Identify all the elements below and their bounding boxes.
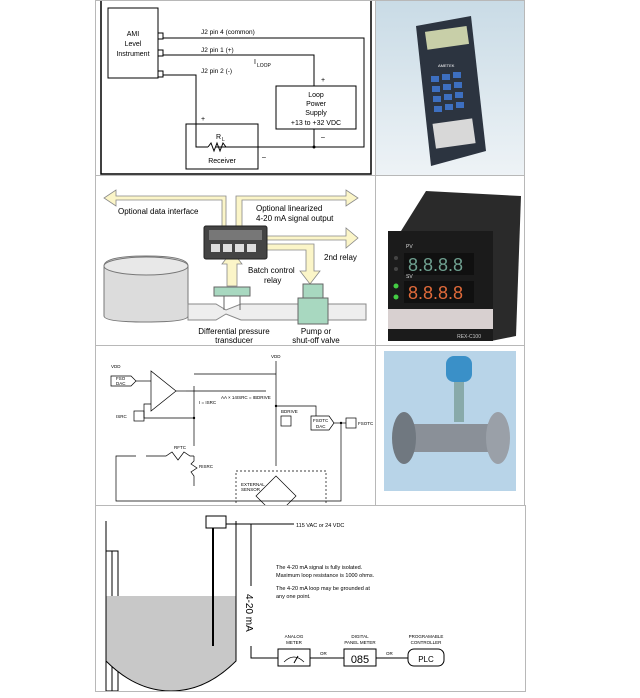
plc-caption: PROGRAMABLE [409, 634, 444, 639]
sensor-label: SENSOR [241, 487, 261, 492]
note-text: Maximum loop resistance is 1000 ohms. [276, 573, 375, 579]
signal-output-label: 4-20 mA signal output [256, 214, 334, 223]
signal-label: 4-20 mA [243, 594, 254, 632]
supply-label: 115 VAC or 24 VDC [296, 523, 344, 529]
tank-level-diagram: 115 VAC or 24 VDC The 4-20 mA signal is … [95, 505, 526, 692]
sensor-label: EXTERNAL [241, 482, 265, 487]
vdd-label: VDD [111, 364, 121, 369]
signal-output-label: Optional linearized [256, 204, 322, 213]
plus-sign: + [321, 77, 325, 84]
fsotc-label: FSOTC [358, 421, 374, 426]
fsotc-dac-label: DAC [316, 424, 326, 429]
supply-label: +13 to +32 VDC [291, 120, 341, 127]
bdrive-label: BDRIVE [281, 409, 298, 414]
instrument-label: Level [125, 41, 142, 48]
transducer-label: transducer [215, 336, 253, 345]
vdd-label: VDD [271, 354, 281, 359]
controller-photo: PV SV 8.8.8.8 8.8.8.8 REX-C100 [375, 175, 525, 346]
instrument-label: AMI [127, 31, 140, 38]
sensor-circuit-diagram: VDD VDD FSO DAC ISRC I = ISRC AA × 14ISR… [95, 345, 376, 506]
fso-dac-label: DAC [116, 381, 126, 386]
supply-label: Power [306, 101, 327, 108]
isrc-label: ISRC [116, 414, 128, 419]
instrument-label: Instrument [116, 51, 149, 58]
loop-wiring-diagram: AMI Level Instrument J2 pin 4 (common) J… [95, 0, 376, 176]
or-label: OR [386, 651, 394, 656]
batch-relay-label: relay [264, 276, 281, 285]
plc-label: PLC [418, 655, 434, 664]
model-label: REX-C100 [457, 334, 481, 340]
pv-display: 8.8.8.8 [408, 255, 463, 275]
sv-label: SV [406, 274, 413, 280]
calibrator-photo: AMETEK [375, 0, 525, 176]
plus-sign: + [201, 116, 205, 123]
note-text: The 4-20 mA signal is fully isolated. [276, 565, 363, 571]
note-text: any one point. [276, 594, 311, 600]
resistor-label: R [216, 134, 221, 141]
digital-meter-label: PANEL METER [344, 640, 376, 645]
batch-relay-label: Batch control [248, 266, 295, 275]
brand-label: AMETEK [438, 63, 455, 68]
risrc-label: RISRC [199, 464, 214, 469]
fso-dac-label: FSO [116, 376, 126, 381]
minus-sign: – [262, 154, 266, 161]
receiver-label: Receiver [208, 158, 236, 165]
pin-label: J2 pin 1 (+) [201, 47, 234, 54]
rftc-label: RFTC [174, 445, 187, 450]
fsotc-dac-label: FSOTC [313, 418, 329, 423]
second-relay-label: 2nd relay [324, 253, 357, 262]
data-interface-label: Optional data interface [118, 207, 199, 216]
minus-sign: – [321, 134, 325, 141]
analog-meter-label: ANALOG [285, 634, 304, 639]
current-equation: I = ISRC [199, 400, 217, 405]
pin-label: J2 pin 4 (common) [201, 29, 255, 36]
sv-display: 8.8.8.8 [408, 283, 463, 303]
note-text: The 4-20 mA loop may be grounded at [276, 586, 370, 592]
transducer-label: Differential pressure [198, 327, 270, 336]
current-sub: LOOP [257, 63, 272, 69]
digital-meter-label: DIGITAL [351, 634, 369, 639]
valve-label: shut-off valve [292, 336, 340, 345]
valve-label: Pump or [301, 327, 332, 336]
supply-label: Supply [305, 110, 327, 117]
bdrive-equation: AA × 14ISRC = IBDRIVE [221, 395, 271, 400]
digital-readout: 085 [351, 654, 369, 666]
process-diagram: Optional data interface Optional lineari… [95, 175, 376, 346]
supply-label: Loop [308, 92, 324, 99]
or-label: OR [320, 651, 328, 656]
flowmeter-photo [375, 345, 525, 506]
current-label: I [254, 59, 256, 66]
analog-meter-label: METER [286, 640, 303, 645]
resistor-sub: L [222, 137, 225, 143]
pv-label: PV [406, 244, 413, 250]
plc-caption: CONTROLLER [411, 640, 443, 645]
pin-label: J2 pin 2 (-) [201, 68, 232, 75]
